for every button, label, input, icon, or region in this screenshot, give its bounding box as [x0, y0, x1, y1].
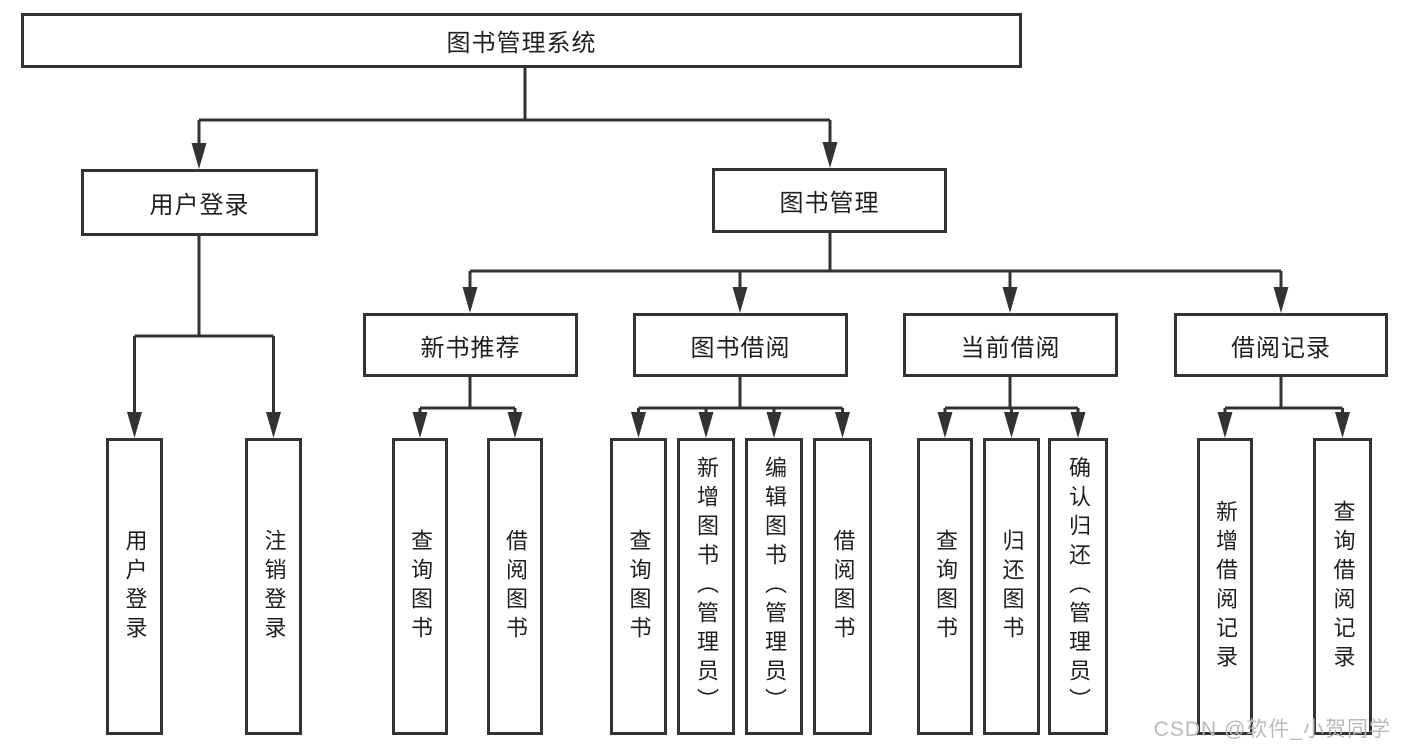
- leaf-query-borrow-record: 查询借阅记录: [1313, 438, 1372, 735]
- leaf-borrow-books: 借阅图书: [487, 438, 543, 735]
- arrow-down-icon: [507, 412, 523, 438]
- node-book-management: 图书管理: [712, 168, 947, 233]
- node-new-book-recommend: 新书推荐: [363, 313, 578, 377]
- node-root-label: 图书管理系统: [446, 30, 597, 57]
- node-current-borrow: 当前借阅: [903, 313, 1118, 377]
- leaf-edit-book-admin: 编辑图书（管理员）: [745, 438, 803, 735]
- arrow-down-icon: [1217, 412, 1233, 438]
- arrow-down-icon: [937, 412, 953, 438]
- leaf-user-login: 用户登录: [106, 438, 163, 735]
- leaf-label: 查询图书: [933, 528, 958, 645]
- arrow-down-icon: [835, 412, 850, 438]
- arrow-down-icon: [1273, 287, 1289, 313]
- leaf-label: 新增借阅记录: [1213, 499, 1238, 674]
- arrow-down-icon: [1335, 412, 1350, 438]
- leaf-query-books: 查询图书: [610, 438, 667, 735]
- leaf-label: 借阅图书: [503, 528, 528, 645]
- arrow-down-icon: [1002, 287, 1018, 313]
- arrow-down-icon: [412, 412, 428, 438]
- arrow-heads: [127, 142, 1350, 438]
- node-borrow-records: 借阅记录: [1174, 313, 1388, 377]
- arrow-down-icon: [266, 412, 281, 438]
- leaf-query-books: 查询图书: [392, 438, 448, 735]
- arrow-down-icon: [1070, 412, 1086, 438]
- node-book-borrow: 图书借阅: [633, 313, 848, 377]
- arrow-down-icon: [191, 143, 207, 169]
- leaf-label: 用户登录: [122, 528, 148, 645]
- arrow-down-icon: [1004, 412, 1019, 438]
- arrow-down-icon: [631, 412, 646, 438]
- node-root: 图书管理系统: [21, 13, 1022, 68]
- leaf-label: 注销登录: [261, 528, 287, 645]
- arrow-down-icon: [462, 287, 478, 313]
- leaf-logout: 注销登录: [245, 438, 302, 735]
- leaf-label: 查询借阅记录: [1330, 499, 1356, 674]
- leaf-label: 新增图书（管理员）: [694, 456, 719, 717]
- node-label: 用户登录: [149, 192, 250, 219]
- leaf-label: 借阅图书: [830, 528, 856, 645]
- arrow-down-icon: [698, 412, 714, 438]
- leaf-borrow-books: 借阅图书: [813, 438, 872, 735]
- leaf-label: 编辑图书（管理员）: [762, 456, 787, 717]
- leaf-label: 查询图书: [626, 528, 652, 645]
- leaf-label: 归还图书: [999, 528, 1025, 645]
- watermark: CSDN @软件_小贺同学: [1153, 718, 1391, 741]
- leaf-label: 确认归还（管理员）: [1066, 456, 1091, 717]
- leaf-query-books: 查询图书: [917, 438, 973, 735]
- node-user-login: 用户登录: [81, 169, 318, 236]
- leaf-return-books: 归还图书: [983, 438, 1040, 735]
- arrow-down-icon: [822, 142, 838, 168]
- leaf-add-borrow-record: 新增借阅记录: [1197, 438, 1253, 735]
- leaf-label: 查询图书: [408, 528, 433, 645]
- node-label: 新书推荐: [420, 334, 521, 362]
- node-label: 图书管理: [779, 190, 880, 217]
- arrow-down-icon: [766, 412, 782, 438]
- leaf-add-book-admin: 新增图书（管理员）: [677, 438, 735, 735]
- arrow-down-icon: [127, 412, 142, 438]
- node-label: 图书借阅: [690, 334, 791, 362]
- leaf-confirm-return-admin: 确认归还（管理员）: [1048, 438, 1108, 735]
- arrow-down-icon: [732, 287, 748, 313]
- node-label: 借阅记录: [1231, 334, 1331, 362]
- node-label: 当前借阅: [960, 334, 1061, 362]
